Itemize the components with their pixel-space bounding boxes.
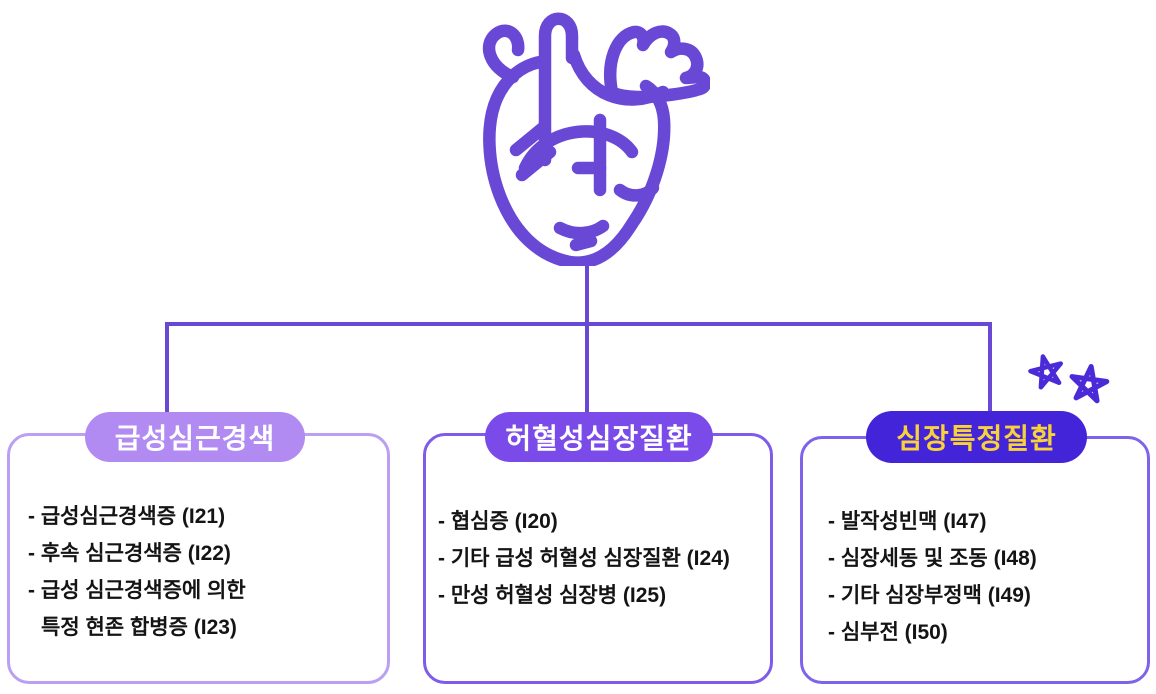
disease-item: - 기타 급성 허혈성 심장질환 (I24) <box>438 547 730 570</box>
disease-item: - 후속 심근경색증 (I22) <box>28 542 231 565</box>
category-pill-acute-mi: 급성심근경색 <box>85 412 305 462</box>
disease-list-ischemic: - 협심증 (I20) - 기타 급성 허혈성 심장질환 (I24) - 만성 허혈… <box>438 503 730 614</box>
disease-item: - 발작성빈맥 (I47) <box>828 510 987 533</box>
disease-list-specific: - 발작성빈맥 (I47) - 심장세동 및 조동 (I48) - 기타 심장부정맥… <box>828 503 1037 651</box>
disease-list-acute-mi: - 급성심근경색증 (I21) - 후속 심근경색증 (I22) - 급성 심근경색… <box>28 498 246 646</box>
category-pill-ischemic: 허혈성심장질환 <box>485 412 713 462</box>
star-doodle-icon <box>1028 354 1063 390</box>
category-title: 심장특정질환 <box>896 423 1057 454</box>
connector-stem <box>585 258 589 324</box>
category-pill-specific: 심장특정질환 <box>866 411 1087 463</box>
disease-item: - 기타 심장부정맥 (I49) <box>828 584 1031 607</box>
category-box-acute-mi <box>7 433 390 684</box>
category-title: 허혈성심장질환 <box>505 423 693 454</box>
disease-item: - 협심증 (I20) <box>438 510 558 533</box>
connector-drop-right <box>988 322 992 420</box>
connector-drop-center <box>585 322 589 422</box>
connector-horizontal <box>165 322 992 326</box>
star-doodle-icon <box>1069 364 1110 404</box>
category-box-specific <box>800 436 1150 684</box>
disease-item: 특정 현존 합병증 (I23) <box>41 616 237 639</box>
category-title: 급성심근경색 <box>114 423 276 454</box>
disease-item: - 만성 허혈성 심장병 (I25) <box>438 584 667 607</box>
disease-item: - 심장세동 및 조동 (I48) <box>828 547 1037 570</box>
category-box-ischemic <box>423 433 773 684</box>
disease-item: - 심부전 (I50) <box>828 621 948 644</box>
connector-drop-left <box>165 322 169 422</box>
disease-item: - 급성 심근경색증에 의한 <box>28 579 246 602</box>
anatomical-heart-icon <box>482 12 710 266</box>
disease-item: - 급성심근경색증 (I21) <box>28 505 226 528</box>
